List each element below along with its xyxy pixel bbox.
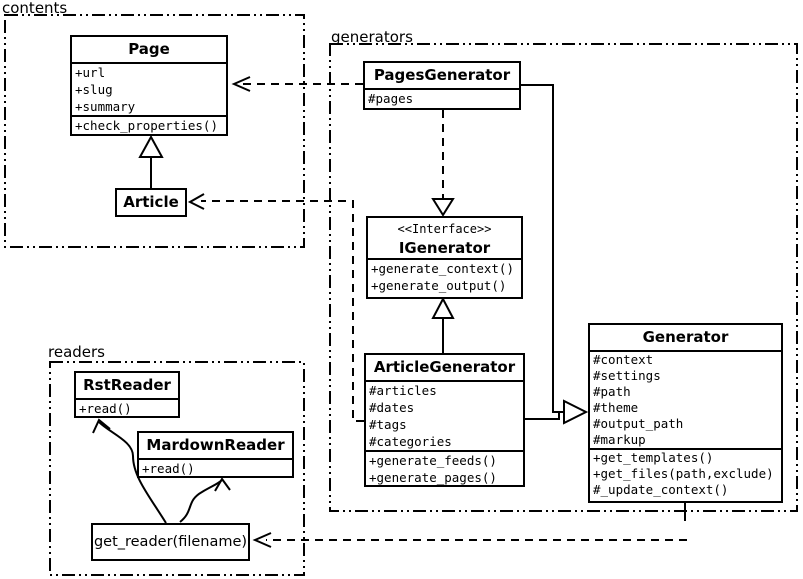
class-name-page: Page — [128, 40, 170, 58]
generator-methods-section: +get_templates() +get_files(path,exclude… — [590, 448, 781, 498]
pagesgenerator-attributes-section: #pages — [365, 88, 519, 107]
method: +generate_pages() — [369, 470, 497, 485]
arrow-getreader-mardownreader — [179, 477, 231, 523]
generalization-articlegenerator-generator — [525, 399, 589, 425]
rstreader-methods-section: +read() — [76, 398, 178, 416]
class-name-articlegenerator: ArticleGenerator — [373, 358, 516, 376]
page-attributes-section: +url +slug +summary — [72, 62, 226, 115]
attribute: #output_path — [593, 416, 684, 431]
igenerator-methods-section: +generate_context() +generate_output() — [368, 258, 521, 294]
arrow-getreader-rstreader — [92, 418, 167, 524]
class-box-igenerator: <<Interface>> IGenerator +generate_conte… — [366, 216, 523, 299]
method: +generate_feeds() — [369, 453, 497, 468]
attribute: #markup — [593, 432, 646, 447]
method: +generate_output() — [371, 278, 507, 293]
attribute: #articles — [369, 383, 437, 398]
class-box-article: Article — [115, 188, 187, 217]
attribute: #theme — [593, 400, 639, 415]
method: +check_properties() — [75, 118, 218, 133]
class-name-generator: Generator — [642, 328, 729, 346]
readers-package-label: readers — [48, 343, 105, 361]
get-reader-label: get_reader(filename) — [93, 534, 248, 550]
contents-package-label: contents — [2, 0, 68, 17]
generator-attributes-section: #context #settings #path #theme #output_… — [590, 350, 781, 448]
generalization-articlegenerator-igenerator — [431, 296, 455, 353]
attribute: +slug — [75, 82, 113, 97]
class-box-mardownreader: MardownReader +read() — [137, 431, 294, 478]
method: +generate_context() — [371, 261, 514, 276]
realization-pagesgenerator-igenerator — [431, 110, 455, 217]
class-name-article: Article — [123, 193, 179, 211]
class-name-pagesgenerator: PagesGenerator — [373, 66, 511, 84]
igenerator-title-section: <<Interface>> IGenerator — [368, 218, 521, 258]
class-box-page: Page +url +slug +summary +check_properti… — [70, 35, 228, 136]
class-box-generator: Generator #context #settings #path #them… — [588, 323, 783, 503]
generalization-article-page — [138, 134, 164, 188]
dependency-pagesgenerator-page — [231, 76, 363, 92]
articlegenerator-methods-section: +generate_feeds() +generate_pages() — [366, 450, 523, 485]
class-box-pagesgenerator: PagesGenerator #pages — [363, 61, 521, 110]
articlegenerator-attributes-section: #articles #dates #tags #categories — [366, 380, 523, 450]
method: +get_templates() — [593, 450, 714, 465]
mardownreader-methods-section: +read() — [139, 458, 292, 476]
contents-package-border — [4, 14, 305, 248]
interface-stereotype: <<Interface>> — [397, 222, 492, 236]
function-box-get-reader: get_reader(filename) — [91, 523, 250, 561]
class-name-mardownreader: MardownReader — [146, 436, 285, 454]
class-name-igenerator: IGenerator — [398, 239, 491, 257]
attribute: #categories — [369, 434, 452, 449]
attribute: #dates — [369, 400, 415, 415]
class-box-rstreader: RstReader +read() — [74, 371, 180, 418]
attribute: #pages — [368, 91, 414, 106]
readers-package-border — [49, 361, 305, 576]
generalization-pagesgenerator-generator — [521, 84, 564, 413]
generators-package-label: generators — [331, 28, 413, 46]
method: +read() — [79, 401, 132, 416]
attribute: +url — [75, 65, 106, 80]
page-methods-section: +check_properties() — [72, 115, 226, 134]
method: +read() — [142, 461, 195, 476]
attribute: +summary — [75, 99, 136, 114]
class-box-articlegenerator: ArticleGenerator #articles #dates #tags … — [364, 353, 525, 487]
attribute: #context — [593, 352, 654, 367]
attribute: #settings — [593, 368, 661, 383]
method: #_update_context() — [593, 482, 729, 497]
attribute: #tags — [369, 417, 407, 432]
attribute: #path — [593, 384, 631, 399]
method: +get_files(path,exclude) — [593, 466, 774, 481]
dependency-generator-getreader — [252, 502, 687, 548]
dependency-articlegenerator-article — [187, 193, 364, 422]
class-name-rstreader: RstReader — [83, 376, 171, 394]
generators-package-border — [329, 43, 798, 512]
